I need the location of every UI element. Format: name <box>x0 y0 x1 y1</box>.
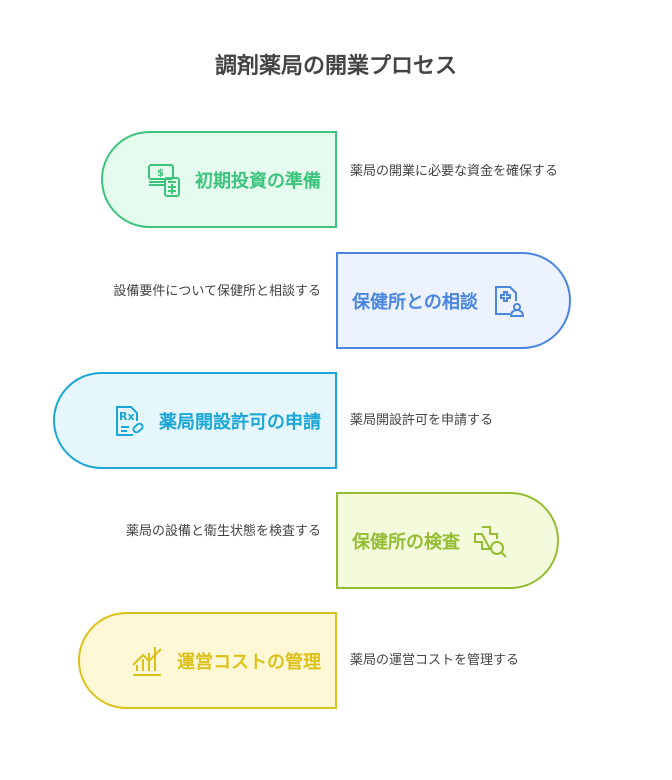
step-label: 保健所の検査 <box>352 531 460 553</box>
step-license-application: Rx 薬局開設許可の申請 <box>53 372 337 469</box>
money-calculator-icon: $ <box>148 163 180 197</box>
step-description: 薬局の開業に必要な資金を確保する <box>350 164 559 179</box>
chart-growth-icon <box>132 646 162 676</box>
prescription-icon: Rx <box>116 405 144 436</box>
step-description: 薬局開設許可を申請する <box>350 413 494 428</box>
medical-search-icon <box>474 525 507 558</box>
step-description: 設備要件について保健所と相談する <box>113 284 321 299</box>
step-label: 初期投資の準備 <box>195 170 321 192</box>
step-label: 運営コストの管理 <box>177 651 321 673</box>
step-initial-investment: $ 初期投資の準備 <box>101 131 337 228</box>
step-health-center-consult: 保健所との相談 <box>336 252 571 349</box>
svg-text:Rx: Rx <box>119 410 135 423</box>
step-operating-costs: 運営コストの管理 <box>78 612 337 709</box>
step-inspection: 保健所の検査 <box>336 492 559 589</box>
medical-consult-icon <box>494 285 524 317</box>
step-label: 薬局開設許可の申請 <box>159 411 321 433</box>
step-label: 保健所との相談 <box>352 291 478 313</box>
page-title: 調剤薬局の開業プロセス <box>214 54 457 79</box>
svg-text:$: $ <box>157 168 164 179</box>
step-description: 薬局の設備と衛生状態を検査する <box>125 524 321 539</box>
step-description: 薬局の運営コストを管理する <box>350 653 520 668</box>
